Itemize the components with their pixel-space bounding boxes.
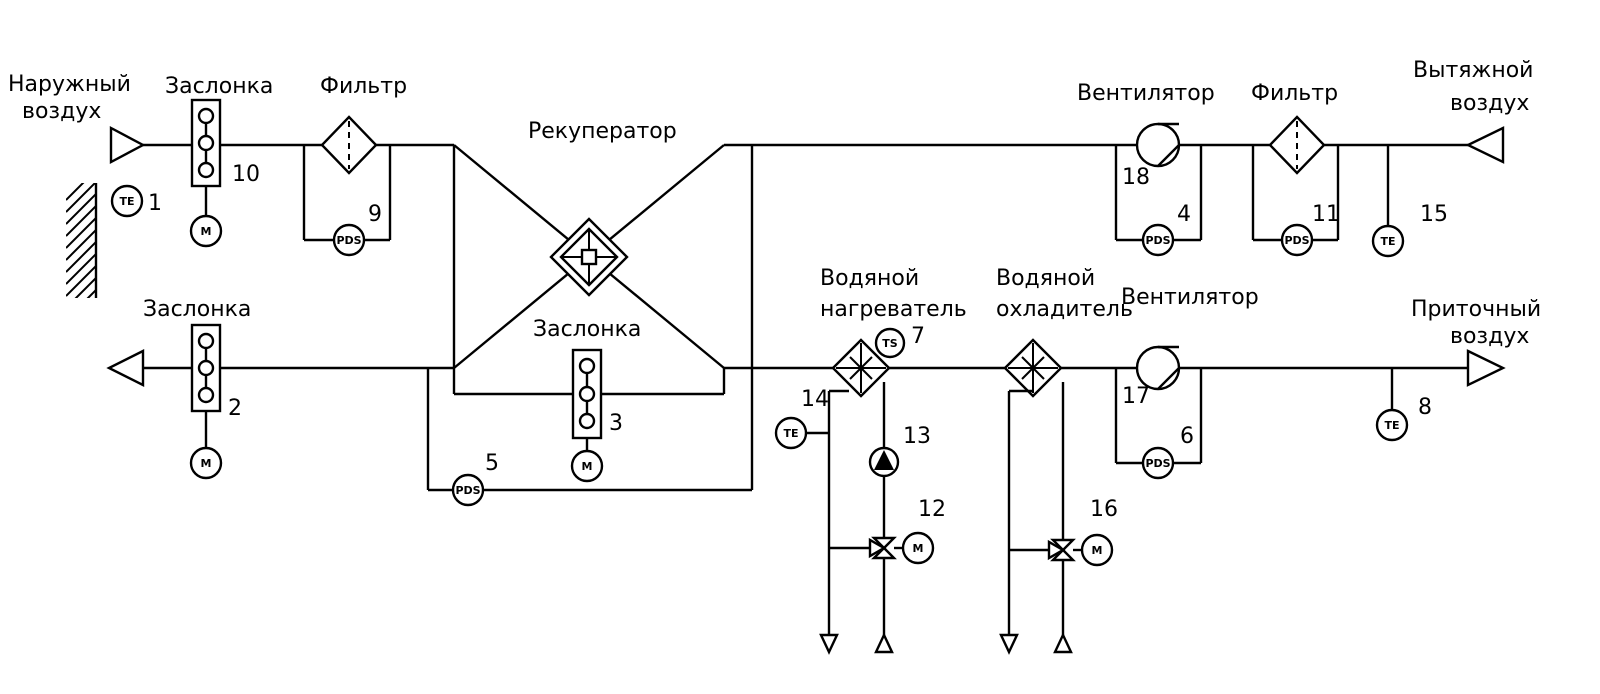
number-2: 2 <box>228 396 242 421</box>
label-damper-inlet: Заслонка <box>165 74 273 99</box>
sensor-te-outdoor: TE <box>110 184 144 218</box>
te-symbol: TE <box>1384 419 1399 432</box>
motor-symbol: M <box>201 457 212 470</box>
number-14: 14 <box>801 387 829 412</box>
label-recuperator: Рекуператор <box>528 119 677 144</box>
label-damper-bypass: Заслонка <box>533 317 641 342</box>
fan-exhaust: PDS <box>1114 122 1203 257</box>
number-6: 6 <box>1180 424 1194 449</box>
filter-exhaust: PDS <box>1251 115 1340 257</box>
air-terminals <box>106 126 1506 387</box>
supply-air-outlet <box>1466 349 1506 387</box>
label-filter-inlet: Фильтр <box>320 74 407 99</box>
number-4: 4 <box>1177 202 1191 227</box>
pds-symbol: PDS <box>1145 457 1170 470</box>
number-10: 10 <box>232 162 260 187</box>
number-18: 18 <box>1122 165 1150 190</box>
damper-bypass: M <box>570 348 604 483</box>
supply-arrow-icon <box>1053 632 1073 654</box>
label-fan-supply: Вентилятор <box>1121 285 1259 310</box>
number-1: 1 <box>148 191 162 216</box>
return-arrow-icon <box>999 633 1019 655</box>
labels: Наружный воздух Заслонка Фильтр Рекупера… <box>8 58 1541 349</box>
label-water-heater-line1: Водяной <box>820 266 919 291</box>
te-symbol: TE <box>1380 235 1395 248</box>
wall-hatch <box>66 183 98 298</box>
number-12: 12 <box>918 497 946 522</box>
pds-recuperator: PDS <box>451 473 485 507</box>
supply-arrow-icon <box>874 632 894 654</box>
number-17: 17 <box>1122 384 1150 409</box>
label-damper-outlet: Заслонка <box>143 297 251 322</box>
number-7: 7 <box>911 324 925 349</box>
sensor-te-supply: TE <box>1375 368 1409 442</box>
recuperator <box>549 217 629 297</box>
motor-symbol: M <box>913 542 924 555</box>
te-symbol: TE <box>119 195 134 208</box>
exhaust-to-outside-arrow <box>106 349 145 387</box>
number-9: 9 <box>368 202 382 227</box>
label-supply-air-line2: воздух <box>1450 324 1529 349</box>
label-supply-air-line1: Приточный <box>1411 297 1541 322</box>
damper-inlet: M <box>189 98 223 248</box>
motor-icon <box>189 446 223 480</box>
motor-symbol: M <box>1092 544 1103 557</box>
sensor-te-exhaust: TE <box>1371 145 1405 258</box>
number-15: 15 <box>1420 202 1448 227</box>
pds-symbol: PDS <box>455 484 480 497</box>
number-16: 16 <box>1090 497 1118 522</box>
label-exhaust-air-line2: воздух <box>1450 91 1529 116</box>
pds-symbol: PDS <box>1145 234 1170 247</box>
number-5: 5 <box>485 451 499 476</box>
pump-icon <box>874 450 894 470</box>
label-fan-exhaust: Вентилятор <box>1077 81 1215 106</box>
exhaust-air-outlet <box>1465 126 1505 164</box>
outdoor-air-inlet <box>109 126 146 164</box>
motor-symbol: M <box>582 460 593 473</box>
te-symbol: TE <box>783 427 798 440</box>
position-numbers: 1 2 3 4 5 6 7 8 9 10 11 12 13 14 15 16 1… <box>148 162 1448 522</box>
number-8: 8 <box>1418 395 1432 420</box>
pds-symbol: PDS <box>336 234 361 247</box>
label-water-cooler-line1: Водяной <box>996 266 1095 291</box>
motor-icon <box>570 449 604 483</box>
number-3: 3 <box>609 411 623 436</box>
damper-exhaust-outlet: M <box>189 323 223 480</box>
motor-symbol: M <box>201 225 212 238</box>
ts-symbol: TS <box>882 337 898 350</box>
label-water-cooler-line2: охладитель <box>996 297 1133 322</box>
label-water-heater-line2: нагреватель <box>820 297 967 322</box>
fan-supply: PDS <box>1114 345 1203 480</box>
number-11: 11 <box>1312 202 1340 227</box>
filter-inlet: PDS <box>302 115 392 257</box>
motor-icon <box>189 214 223 248</box>
water-heater: TS TE M <box>774 327 935 655</box>
water-cooler: M <box>999 338 1114 655</box>
label-exhaust-air-line1: Вытяжной <box>1413 58 1533 83</box>
pds-symbol: PDS <box>1284 234 1309 247</box>
label-filter-exhaust: Фильтр <box>1251 81 1338 106</box>
label-outdoor-air-line2: воздух <box>22 99 101 124</box>
number-13: 13 <box>903 424 931 449</box>
label-outdoor-air-line1: Наружный <box>8 72 131 97</box>
return-arrow-icon <box>819 633 839 655</box>
